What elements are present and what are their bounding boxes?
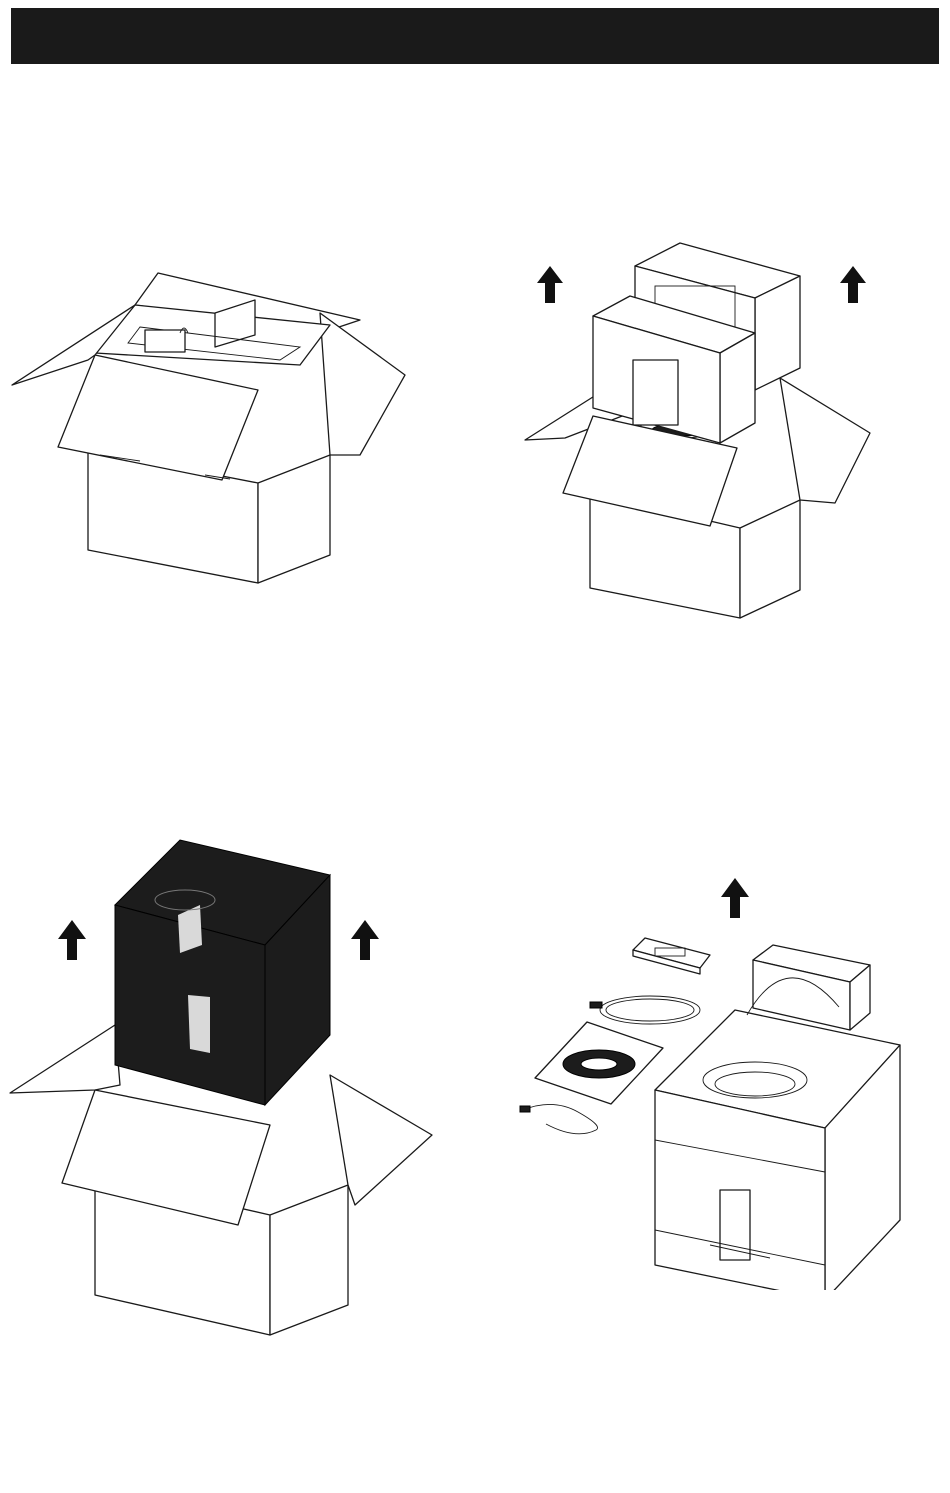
- foam-cutout: [633, 360, 678, 425]
- step-lift-printer-out: [0, 835, 440, 1345]
- printer-top-hint: [145, 330, 185, 352]
- step-open-box: [0, 265, 420, 595]
- box-side: [258, 455, 330, 583]
- box-side: [270, 1185, 348, 1335]
- tape-strip: [188, 995, 210, 1053]
- step-remove-foam-inserts: [515, 238, 895, 623]
- power-cable: [590, 996, 700, 1024]
- header-bar: [11, 8, 939, 64]
- printer: [655, 978, 900, 1290]
- box-left-flap: [10, 1025, 120, 1093]
- step-remove-accessories: [505, 870, 925, 1290]
- box-right-flap: [320, 313, 405, 455]
- box-right-flap: [780, 378, 870, 503]
- arrow-up-icon: [58, 920, 86, 960]
- box-front-flap: [62, 1090, 270, 1225]
- filament-spool: [535, 1022, 663, 1104]
- usb-cable: [520, 1104, 598, 1133]
- arrow-up-icon: [537, 266, 563, 303]
- tool-tray: [633, 938, 710, 974]
- arrow-up-icon: [840, 266, 866, 303]
- box-side: [740, 500, 800, 618]
- printer-door-panel: [720, 1190, 750, 1260]
- arrow-up-icon: [351, 920, 379, 960]
- arrow-up-icon: [721, 878, 749, 918]
